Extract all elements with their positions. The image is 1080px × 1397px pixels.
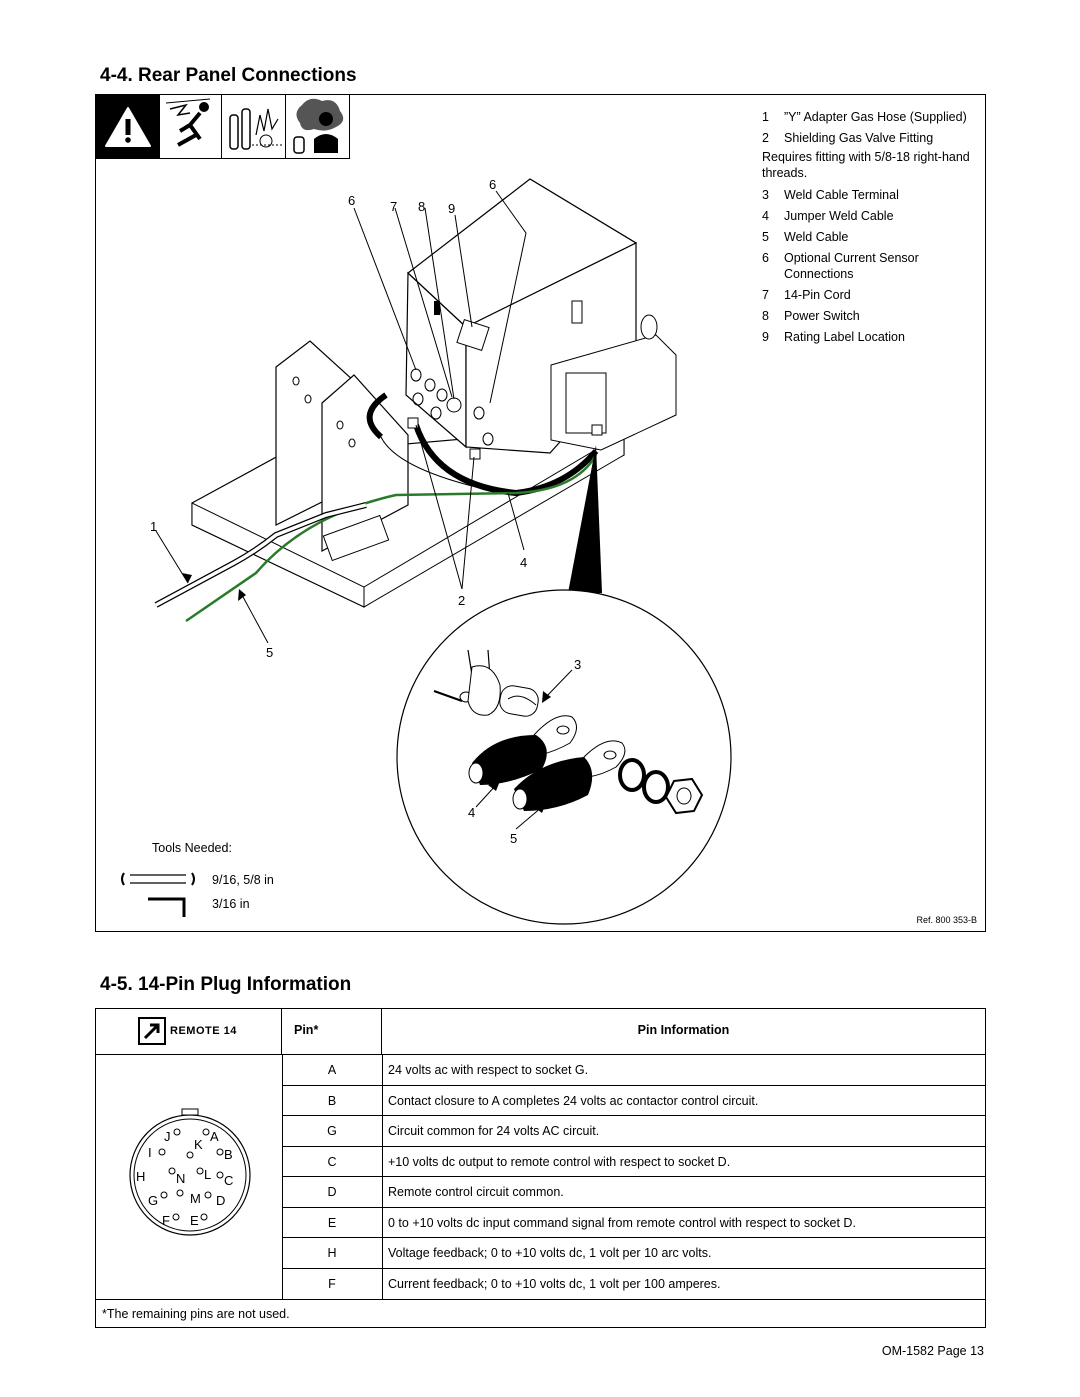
- plug-pin-letter: L: [204, 1167, 211, 1182]
- table-header: REMOTE 14 Pin* Pin Information: [96, 1009, 985, 1055]
- callout-5: 5: [266, 645, 274, 660]
- fire-cylinder-icon: [221, 95, 285, 159]
- header-badge-cell: REMOTE 14: [96, 1009, 282, 1055]
- tools-needed-label: Tools Needed:: [152, 841, 232, 855]
- plug-pin-letter: C: [224, 1173, 233, 1188]
- plug-pin-letter: N: [176, 1171, 185, 1186]
- detail-callout-3: 3: [574, 657, 582, 672]
- section-title-rear-panel: 4-4. Rear Panel Connections: [100, 65, 357, 86]
- rear-panel-illustration: [121, 178, 732, 925]
- plug-pin-letter: G: [148, 1193, 158, 1208]
- hex-key-icon: [148, 897, 186, 917]
- warning-strip: [96, 95, 350, 159]
- 14-pin-plug-diagram: J A K I B H N L C G M D F E: [129, 1108, 251, 1236]
- plug-pin-letter: J: [164, 1129, 171, 1144]
- remote-label: REMOTE 14: [170, 1025, 237, 1037]
- electric-shock-icon: [159, 95, 221, 159]
- tool-wrench-size: 9/16, 5/8 in: [212, 873, 274, 887]
- info-column-divider: [382, 1055, 383, 1299]
- callout-1: 1: [150, 519, 158, 534]
- reference-number: Ref. 800 353-B: [916, 915, 977, 925]
- plug-pin-letter: K: [194, 1137, 203, 1152]
- table-footnote: *The remaining pins are not used.: [96, 1299, 985, 1327]
- plug-pin-letter: I: [148, 1145, 152, 1160]
- callout-7: 7: [390, 199, 398, 214]
- page-footer: OM-1582 Page 13: [881, 1344, 984, 1358]
- pin-info-table: REMOTE 14 Pin* Pin Information J A K I B…: [95, 1008, 986, 1328]
- warning-triangle-icon: [96, 95, 159, 159]
- legend-note: Requires fitting with 5/8-18 right-hand …: [762, 150, 970, 180]
- header-pin-information: Pin Information: [637, 1023, 730, 1037]
- plug-pin-letter: B: [224, 1147, 233, 1162]
- callout-8: 8: [418, 199, 426, 214]
- rear-panel-figure: 6 7 8 9 6 1 4 2 5 3 4 5 1”Y” Adapter Gas…: [95, 94, 986, 932]
- callout-6b: 6: [489, 177, 497, 192]
- table-row: C+10 volts dc output to remote control w…: [282, 1147, 985, 1177]
- remote-14-badge: REMOTE 14: [138, 1017, 237, 1045]
- callout-2: 2: [458, 593, 466, 608]
- callout-6a: 6: [348, 193, 356, 208]
- section-title-14-pin: 4-5. 14-Pin Plug Information: [100, 974, 352, 995]
- plug-pin-letter: H: [136, 1169, 145, 1184]
- legend-item: 1”Y” Adapter Gas Hose (Supplied): [762, 110, 967, 124]
- remote-arrow-icon: [138, 1017, 166, 1045]
- pin-column-divider: [282, 1055, 283, 1299]
- callout-4: 4: [520, 555, 528, 570]
- header-pin: Pin*: [282, 1009, 382, 1055]
- plug-pin-letter: F: [162, 1213, 170, 1228]
- fumes-hazard-icon: [285, 95, 349, 159]
- plug-pin-letter: M: [190, 1191, 201, 1206]
- wrench-icon: [121, 872, 195, 886]
- callout-9: 9: [448, 201, 456, 216]
- detail-callout-5: 5: [510, 831, 518, 846]
- detail-callout-4: 4: [468, 805, 476, 820]
- plug-pin-letter: E: [190, 1213, 199, 1228]
- tool-hex-size: 3/16 in: [212, 897, 250, 911]
- plug-pin-letter: A: [210, 1129, 219, 1144]
- plug-pin-letter: D: [216, 1193, 225, 1208]
